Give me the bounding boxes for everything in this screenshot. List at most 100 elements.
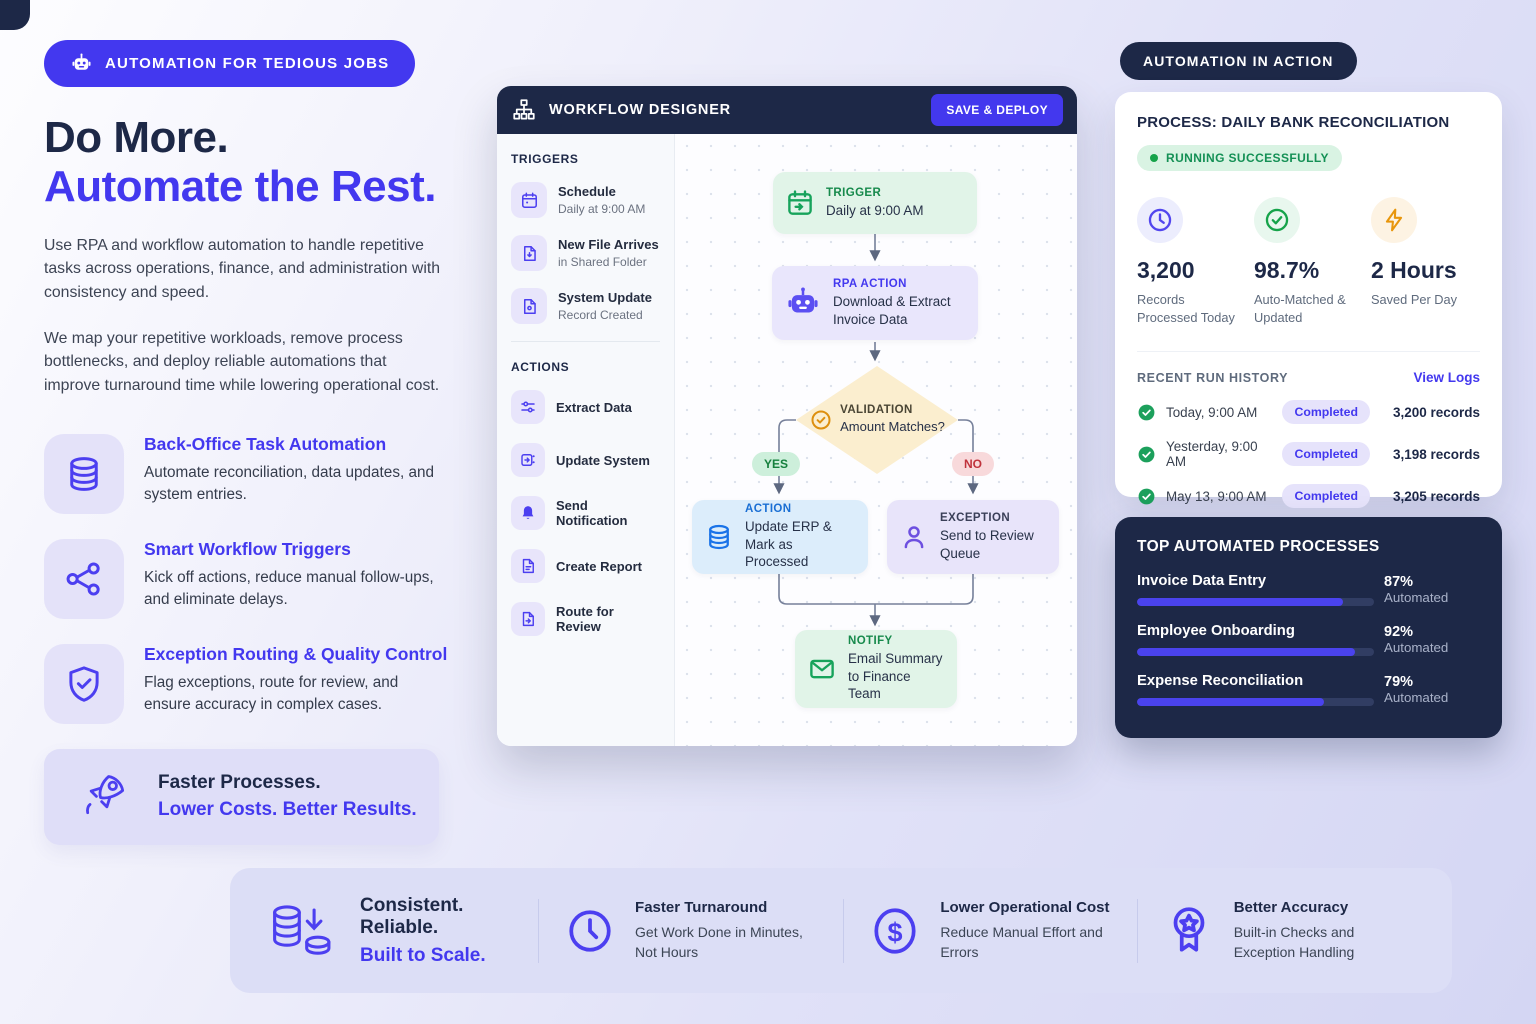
robot-icon xyxy=(70,52,93,75)
automation-in-action-badge: AUTOMATION IN ACTION xyxy=(1120,42,1357,80)
trigger-text: Schedule Daily at 9:00 AM xyxy=(558,184,645,216)
feature-title: Exception Routing & Quality Control xyxy=(144,643,448,664)
footer-feature-title: Faster Turnaround xyxy=(635,898,768,916)
history-records: 3,200 records xyxy=(1392,404,1480,420)
designer-title: WORKFLOW DESIGNER xyxy=(549,102,731,118)
footer-feature-cost: $ Lower Operational Cost Reduce Manual E… xyxy=(870,899,1110,963)
action-item-extract-data[interactable]: Extract Data xyxy=(511,390,660,424)
flow-node-exception[interactable]: EXCEPTION Send to Review Queue xyxy=(887,500,1059,574)
process-percent: 79% Automated xyxy=(1384,674,1449,705)
progress-track xyxy=(1137,648,1374,656)
trigger-item-new-file[interactable]: New File Arrives in Shared Folder xyxy=(511,235,660,271)
history-records: 3,198 records xyxy=(1392,446,1480,462)
action-label: Update System xyxy=(556,452,650,468)
flow-node-validation[interactable]: VALIDATION Amount Matches? xyxy=(796,366,958,474)
footer-divider xyxy=(538,898,540,963)
feature-smart-triggers: Smart Workflow Triggers Kick off actions… xyxy=(44,538,448,619)
footer-feature-text: Better Accuracy Built-in Checks and Exce… xyxy=(1234,899,1416,963)
node-label: VALIDATION xyxy=(840,404,913,417)
feature-back-office: Back-Office Task Automation Automate rec… xyxy=(44,433,448,514)
save-deploy-button[interactable]: SAVE & DEPLOY xyxy=(931,94,1063,126)
extract-data-icon xyxy=(511,390,545,424)
top-processes-heading: TOP AUTOMATED PROCESSES xyxy=(1137,538,1380,555)
process-row: Expense Reconciliation 79% Automated xyxy=(1137,673,1480,706)
action-label: Route for Review xyxy=(556,604,614,634)
footer-feature-title: Better Accuracy xyxy=(1233,898,1349,916)
highlight-card: Faster Processes. Lower Costs. Better Re… xyxy=(44,748,439,845)
node-title: Email Summary to Finance Team xyxy=(848,650,943,702)
history-status-badge: Completed xyxy=(1282,442,1370,467)
history-heading: RECENT RUN HISTORY xyxy=(1137,370,1289,385)
footer-band: Consistent. Reliable. Built to Scale. Fa… xyxy=(230,868,1452,993)
designer-sidebar: TRIGGERS Schedule Daily at 9:00 AM xyxy=(497,134,675,746)
process-name: Invoice Data Entry xyxy=(1137,573,1267,589)
feature-text: Exception Routing & Quality Control Flag… xyxy=(144,644,448,716)
database-icon xyxy=(44,433,124,514)
action-item-update-system[interactable]: Update System xyxy=(511,443,660,477)
history-status-badge: Completed xyxy=(1282,484,1370,509)
trigger-item-system-update[interactable]: System Update Record Created xyxy=(511,288,660,324)
node-title: Daily at 9:00 AM xyxy=(826,202,924,218)
corner-decoration xyxy=(0,0,30,30)
footer-feature-turnaround: Faster Turnaround Get Work Done in Minut… xyxy=(565,899,817,963)
node-title: Update ERP & Mark as Processed xyxy=(745,518,832,570)
progress-track xyxy=(1137,598,1374,606)
route-icon xyxy=(511,602,545,636)
node-text: EXCEPTION Send to Review Queue xyxy=(940,512,1047,562)
trigger-text: System Update Record Created xyxy=(558,290,652,322)
flow-node-trigger[interactable]: TRIGGER Daily at 9:00 AM xyxy=(773,172,977,234)
footer-primary-subtitle: Built to Scale. xyxy=(360,944,486,966)
stat-matched: 98.7% Auto-Matched & Updated xyxy=(1254,197,1363,327)
footer-primary-text: Consistent. Reliable. Built to Scale. xyxy=(360,895,512,967)
action-item-send-notification[interactable]: Send Notification xyxy=(511,496,660,530)
footer-feature-description: Get Work Done in Minutes, Not Hours xyxy=(635,923,803,960)
hero-badge: AUTOMATION FOR TEDIOUS JOBS xyxy=(44,40,416,87)
trigger-subtitle: in Shared Folder xyxy=(558,255,647,269)
node-label: ACTION xyxy=(745,502,792,515)
designer-body: TRIGGERS Schedule Daily at 9:00 AM xyxy=(497,134,1077,746)
flow-node-notify[interactable]: NOTIFY Email Summary to Finance Team xyxy=(795,630,957,708)
action-item-create-report[interactable]: Create Report xyxy=(511,549,660,583)
trigger-title: Schedule xyxy=(558,184,616,199)
history-row: May 13, 9:00 AM Completed 3,205 records xyxy=(1137,484,1480,509)
hero-badge-label: AUTOMATION FOR TEDIOUS JOBS xyxy=(105,55,390,72)
sitemap-icon xyxy=(511,97,537,123)
footer-primary: Consistent. Reliable. Built to Scale. xyxy=(266,895,512,967)
award-icon xyxy=(1164,904,1214,958)
process-name: Employee Onboarding xyxy=(1137,623,1295,639)
node-title: Amount Matches? xyxy=(840,419,945,435)
check-circle-icon xyxy=(1254,197,1300,243)
svg-text:$: $ xyxy=(888,917,903,947)
feature-text: Back-Office Task Automation Automate rec… xyxy=(144,434,448,506)
feature-title: Back-Office Task Automation xyxy=(144,433,387,454)
footer-primary-title: Consistent. Reliable. xyxy=(360,894,464,938)
view-logs-link[interactable]: View Logs xyxy=(1413,370,1480,386)
node-text: VALIDATION Amount Matches? xyxy=(840,404,945,435)
action-label: Extract Data xyxy=(556,399,632,415)
footer-feature-accuracy: Better Accuracy Built-in Checks and Exce… xyxy=(1164,899,1416,963)
node-label: NOTIFY xyxy=(848,634,893,647)
history-records: 3,205 records xyxy=(1392,488,1480,504)
status-badge: RUNNING SUCCESSFULLY xyxy=(1137,145,1342,171)
rocket-icon xyxy=(76,766,132,827)
action-item-route-for-review[interactable]: Route for Review xyxy=(511,602,660,636)
progress-track xyxy=(1137,698,1374,706)
node-text: TRIGGER Daily at 9:00 AM xyxy=(826,187,924,220)
stat-label: Auto-Matched & Updated xyxy=(1254,292,1346,326)
process-percent: 87% Automated xyxy=(1384,574,1449,605)
footer-feature-text: Faster Turnaround Get Work Done in Minut… xyxy=(635,899,817,963)
progress-fill xyxy=(1137,698,1325,706)
flow-node-action[interactable]: ACTION Update ERP & Mark as Processed xyxy=(692,500,868,574)
person-icon xyxy=(899,522,929,552)
process-name: Expense Reconciliation xyxy=(1137,673,1304,689)
designer-canvas[interactable]: TRIGGER Daily at 9:00 AM xyxy=(675,134,1077,746)
node-title: Download & Extract Invoice Data xyxy=(833,293,951,327)
footer-divider xyxy=(1136,898,1138,963)
node-text: ACTION Update ERP & Mark as Processed xyxy=(745,503,856,571)
triggers-heading: TRIGGERS xyxy=(511,152,579,166)
branch-no-badge: NO xyxy=(952,452,994,476)
stat-records: 3,200 Records Processed Today xyxy=(1137,197,1246,327)
calendar-icon xyxy=(511,182,547,218)
flow-node-rpa-action[interactable]: RPA ACTION Download & Extract Invoice Da… xyxy=(772,266,978,340)
trigger-item-schedule[interactable]: Schedule Daily at 9:00 AM xyxy=(511,182,660,218)
